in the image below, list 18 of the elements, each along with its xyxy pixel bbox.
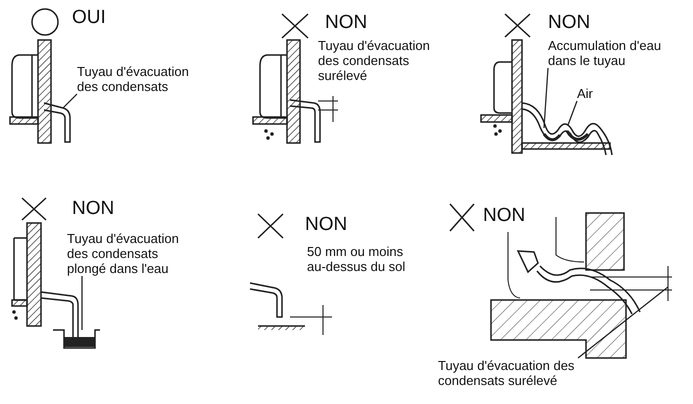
verdict-label: NON [483, 206, 526, 226]
callout-text: Air [577, 86, 617, 101]
verdict-label: NON [305, 215, 348, 235]
verdict-label: NON [548, 13, 592, 33]
leader-line [543, 68, 549, 128]
verdict-label: NON [325, 13, 368, 33]
note-text: Tuyau d'évacuation des condensats surélevé [318, 38, 431, 83]
leader-line [567, 100, 578, 126]
callout-text: Tuyau d'évacuation des condensats surélevé [438, 358, 578, 388]
verdict-label: OUI [72, 8, 107, 28]
leader-line [578, 286, 668, 358]
callout-text: Accumulation d'eau dans le tuyau [548, 38, 678, 68]
note-text: 50 mm ou moins au-dessus du sol [307, 244, 406, 274]
callout-text: Tuyau d'évacuation des condensats plongé dans l'eau [67, 231, 197, 276]
verdict-label: NON [72, 199, 116, 219]
leader-line [81, 276, 83, 330]
callout-text: Tuyau d'évacuation des condensats [77, 64, 207, 94]
leader-line [62, 94, 78, 108]
